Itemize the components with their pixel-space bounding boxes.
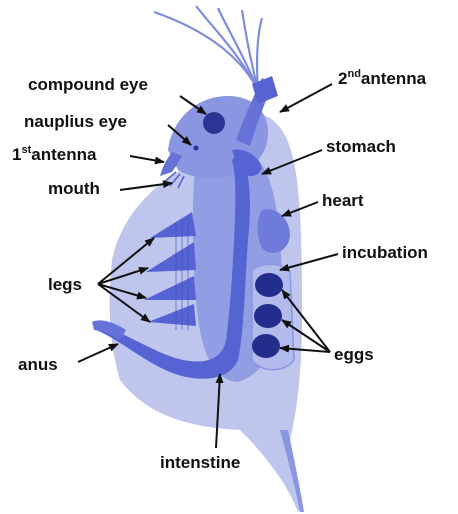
antenna2-word: antenna (361, 69, 427, 88)
label-intestine: intenstine (160, 453, 240, 472)
egg-2 (254, 304, 282, 328)
arrow-antenna1 (130, 156, 164, 162)
label-mouth: mouth (48, 179, 100, 198)
antenna-bristles (154, 6, 262, 90)
nauplius-eye-organ (194, 146, 199, 151)
antenna1-word: antenna (31, 145, 97, 164)
antenna1-number: 1 (12, 145, 21, 164)
label-heart: heart (322, 191, 364, 210)
compound-eye-organ (203, 112, 225, 134)
antenna2-number: 2 (338, 69, 347, 88)
label-nauplius-eye: nauplius eye (24, 112, 127, 131)
label-compound-eye: compound eye (28, 75, 148, 94)
arrow-anus (78, 344, 118, 362)
label-first-antenna: 1stantenna (12, 144, 97, 164)
label-eggs: eggs (334, 345, 374, 364)
label-incubation: incubation (342, 243, 428, 262)
arrow-antenna2 (280, 84, 332, 112)
antenna2-superscript: nd (347, 68, 360, 80)
label-second-antenna: 2ndantenna (338, 68, 427, 88)
egg-3 (252, 334, 280, 358)
label-anus: anus (18, 355, 58, 374)
label-legs: legs (48, 275, 82, 294)
antenna1-superscript: st (21, 144, 31, 156)
label-stomach: stomach (326, 137, 396, 156)
egg-1 (255, 273, 283, 297)
